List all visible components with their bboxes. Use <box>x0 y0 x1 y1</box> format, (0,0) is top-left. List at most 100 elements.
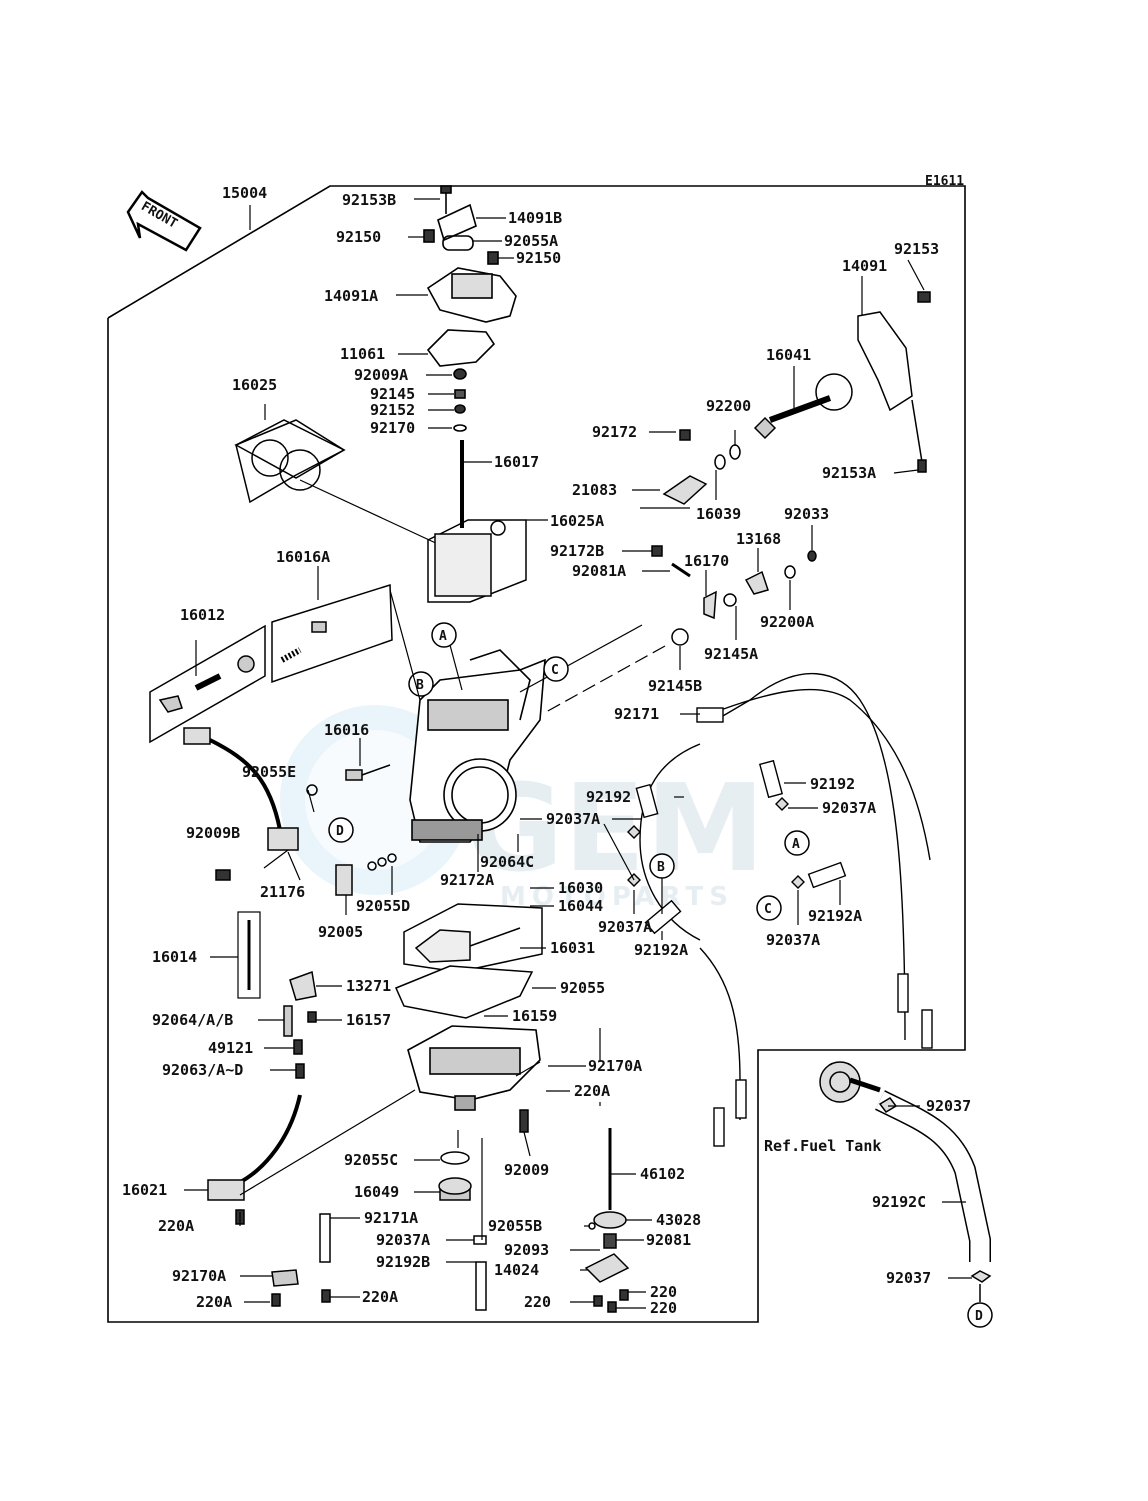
label-92171A: 92171A <box>364 1209 418 1227</box>
label-92055C: 92055C <box>344 1151 398 1169</box>
callout-C-body: C <box>543 656 569 682</box>
gasket-92055 <box>395 965 534 1019</box>
label-92192A: 92192A <box>634 941 688 959</box>
label-92171: 92171 <box>614 705 659 723</box>
label-220A: 220A <box>158 1217 194 1235</box>
label-14024: 14024 <box>494 1261 539 1279</box>
label-92009: 92009 <box>504 1161 549 1179</box>
top-cover-group <box>423 185 517 528</box>
label-92172: 92172 <box>592 423 637 441</box>
label-92037A: 92037A <box>546 810 600 828</box>
svg-text:C: C <box>551 663 559 678</box>
leader-lines <box>184 198 972 1309</box>
label-15004: 15004 <box>222 184 267 202</box>
label-220: 220 <box>524 1293 551 1311</box>
label-16021: 16021 <box>122 1181 167 1199</box>
label-220A: 220A <box>196 1293 232 1311</box>
label-92081: 92081 <box>646 1231 691 1249</box>
svg-text:C: C <box>764 902 772 917</box>
label-16017: 16017 <box>494 453 539 471</box>
float-bowl <box>407 1025 601 1111</box>
label-92064C: 92064C <box>480 853 534 871</box>
label-13271: 13271 <box>346 977 391 995</box>
drain-group <box>271 1109 529 1311</box>
label-16031: 16031 <box>550 939 595 957</box>
svg-text:D: D <box>336 824 344 839</box>
label-92153: 92153 <box>894 240 939 258</box>
label-92064-A-B: 92064/A/B <box>152 1011 233 1029</box>
label-92093: 92093 <box>504 1241 549 1259</box>
label-92037A: 92037A <box>598 918 652 936</box>
label-16030: 16030 <box>558 879 603 897</box>
label-92145: 92145 <box>370 385 415 403</box>
label-92037A: 92037A <box>822 799 876 817</box>
label-92192C: 92192C <box>872 1193 926 1211</box>
label-14091: 14091 <box>842 257 887 275</box>
label-92200A: 92200A <box>760 613 814 631</box>
label-21176: 21176 <box>260 883 305 901</box>
label-16170: 16170 <box>684 552 729 570</box>
label-92192B: 92192B <box>376 1253 430 1271</box>
label-92055E: 92055E <box>242 763 296 781</box>
label-14091A: 14091A <box>324 287 378 305</box>
callout-D-body: D <box>328 817 354 843</box>
fitting-92005 <box>335 853 397 896</box>
diaphragm-16025 <box>234 404 441 546</box>
label-11061: 11061 <box>340 345 385 363</box>
jet-needle-16014 <box>237 911 261 999</box>
label-92037: 92037 <box>926 1097 971 1115</box>
label-220A: 220A <box>574 1082 610 1100</box>
label-92172A: 92172A <box>440 871 494 889</box>
label-92063-A-D: 92063/A~D <box>162 1061 243 1079</box>
watermark-sub: MOTOPARTS <box>500 882 734 912</box>
label-92005: 92005 <box>318 923 363 941</box>
assembly-border <box>107 185 966 1323</box>
label-92153B: 92153B <box>342 191 396 209</box>
svg-text:B: B <box>416 678 424 693</box>
label-92081A: 92081A <box>572 562 626 580</box>
label-92055B: 92055B <box>488 1217 542 1235</box>
label-92200: 92200 <box>706 397 751 415</box>
label-92150: 92150 <box>336 228 381 246</box>
label-92055A: 92055A <box>504 232 558 250</box>
svg-text:D: D <box>975 1309 983 1324</box>
label-92009B: 92009B <box>186 824 240 842</box>
label-220A: 220A <box>362 1288 398 1306</box>
jet-group <box>283 970 317 1079</box>
callout-B-right: B <box>649 853 675 879</box>
front-arrow-icon: FRONT <box>126 190 202 252</box>
label-92170: 92170 <box>370 419 415 437</box>
label-21083: 21083 <box>572 481 617 499</box>
label-16044: 16044 <box>558 897 603 915</box>
pilot-screw-16016 <box>306 764 391 796</box>
label-92145A: 92145A <box>704 645 758 663</box>
label-16012: 16012 <box>180 606 225 624</box>
svg-text:A: A <box>792 837 800 852</box>
callout-A-body: A <box>431 622 463 691</box>
label-ref-fuel-tank: Ref.Fuel Tank <box>764 1137 881 1155</box>
label-92192: 92192 <box>586 788 631 806</box>
label-92170A: 92170A <box>172 1267 226 1285</box>
label-16049: 16049 <box>354 1183 399 1201</box>
sensor-cable-21176 <box>183 727 299 881</box>
label-92037: 92037 <box>886 1269 931 1287</box>
diagram-code: E1611 <box>925 174 964 189</box>
label-92192A: 92192A <box>808 907 862 925</box>
label-92037A: 92037A <box>766 931 820 949</box>
carburetor-body <box>409 624 666 843</box>
throttle-lever-group <box>640 291 931 646</box>
label-13168: 13168 <box>736 530 781 548</box>
label-16014: 16014 <box>152 948 197 966</box>
callout-B-body: B <box>408 671 434 697</box>
label-16025: 16025 <box>232 376 277 394</box>
label-16025A: 16025A <box>550 512 604 530</box>
label-92033: 92033 <box>784 505 829 523</box>
label-16159: 16159 <box>512 1007 557 1025</box>
label-14091B: 14091B <box>508 209 562 227</box>
label-92152: 92152 <box>370 401 415 419</box>
label-46102: 46102 <box>640 1165 685 1183</box>
float-16031 <box>403 903 543 973</box>
callout-D-right: D <box>967 1302 993 1328</box>
label-16157: 16157 <box>346 1011 391 1029</box>
